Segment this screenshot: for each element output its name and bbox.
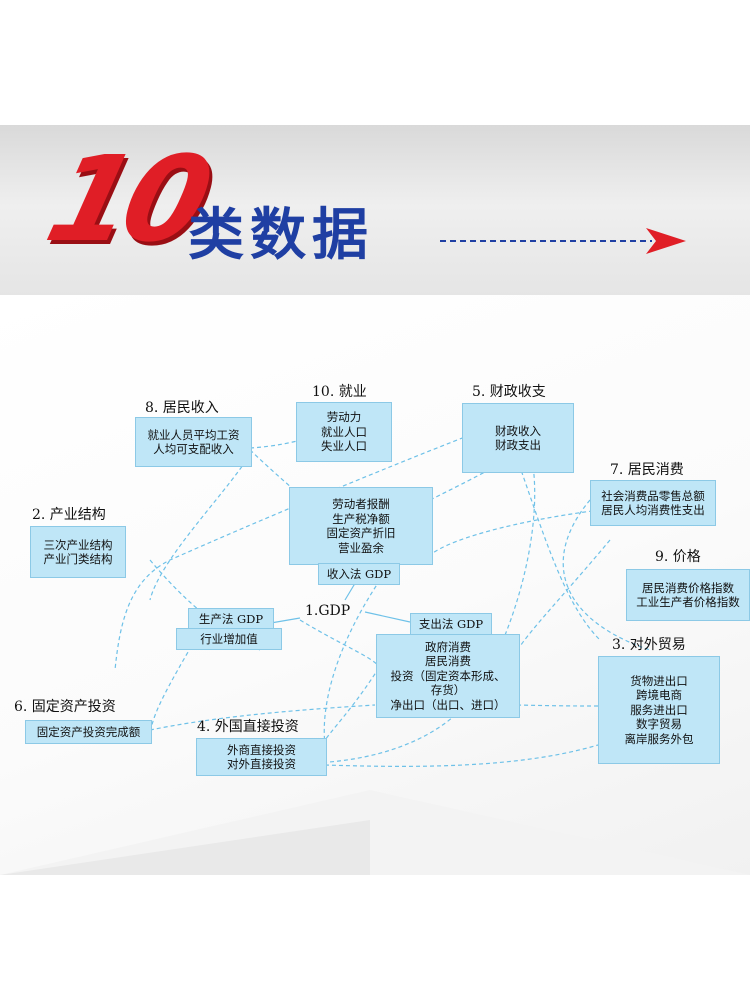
item-net-production-tax: 生产税净额 — [332, 511, 390, 526]
node-label-price: 9. 价格 — [655, 549, 701, 565]
item-fiscal-revenue: 财政收入 — [495, 423, 541, 438]
header-title: 类数据 — [188, 203, 374, 268]
node-box-production-gdp: 行业增加值 — [176, 628, 282, 650]
tag-income-gdp: 收入法 GDP — [318, 563, 400, 585]
header-arrow-icon — [440, 228, 686, 254]
item-disposable-income: 人均可支配收入 — [153, 442, 234, 456]
node-box-price: 居民消费价格指数 工业生产者价格指数 — [626, 569, 750, 621]
item-inward-fdi: 外商直接投资 — [227, 742, 296, 757]
node-box-fdi: 外商直接投资 对外直接投资 — [196, 738, 327, 776]
node-box-employment: 劳动力 就业人口 失业人口 — [296, 402, 392, 462]
item-labor-force: 劳动力 — [326, 410, 362, 425]
node-label-gdp: 1.GDP — [305, 603, 351, 619]
node-box-fixed-investment: 固定资产投资完成额 — [25, 720, 152, 744]
diagram-panel — [0, 295, 750, 875]
item-cpi: 居民消费价格指数 — [642, 580, 734, 595]
item-goods-trade: 货物进出口 — [630, 673, 688, 688]
item-avg-wage: 就业人员平均工资 — [147, 427, 240, 442]
node-label-consumption: 7. 居民消费 — [610, 462, 684, 478]
item-retail-sales: 社会消费品零售总额 — [601, 488, 705, 503]
item-offshore-outsourcing: 离岸服务外包 — [624, 731, 694, 746]
node-box-fiscal: 财政收入 财政支出 — [462, 403, 574, 473]
item-three-sectors: 三次产业结构 — [43, 537, 113, 552]
item-net-export: 净出口（出口、进口） — [390, 697, 506, 712]
item-service-trade: 服务进出口 — [630, 702, 688, 717]
tag-production-gdp: 生产法 GDP — [188, 608, 274, 630]
item-operating-surplus: 营业盈余 — [338, 540, 384, 555]
node-label-income: 8. 居民收入 — [145, 400, 219, 416]
item-outward-fdi: 对外直接投资 — [227, 757, 296, 771]
tag-expenditure-gdp: 支出法 GDP — [410, 613, 492, 635]
node-box-consumption: 社会消费品零售总额 居民人均消费性支出 — [590, 480, 716, 526]
item-industry-categories: 产业门类结构 — [43, 552, 113, 566]
item-employed: 就业人口 — [321, 424, 367, 439]
node-label-industry: 2. 产业结构 — [32, 507, 106, 523]
paper-fold — [0, 790, 750, 875]
item-ppi: 工业生产者价格指数 — [636, 595, 740, 609]
node-box-expenditure-gdp: 政府消费 居民消费 投资（固定资本形成、 存货） 净出口（出口、进口） — [376, 634, 520, 718]
item-compensation: 劳动者报酬 — [332, 497, 390, 511]
node-label-fdi: 4. 外国直接投资 — [197, 719, 299, 735]
node-label-trade: 3. 对外贸易 — [612, 637, 686, 653]
item-inventory: 存货） — [430, 683, 466, 698]
node-label-fixed-investment: 6. 固定资产投资 — [14, 699, 116, 715]
item-industry-value-added: 行业增加值 — [200, 631, 258, 646]
item-government-consumption: 政府消费 — [425, 639, 471, 654]
item-household-consumption: 居民消费 — [425, 654, 471, 669]
item-cross-border-ecommerce: 跨境电商 — [636, 688, 682, 703]
node-box-income-gdp: 劳动者报酬 生产税净额 固定资产折旧 营业盈余 — [289, 487, 433, 565]
item-per-capita-consumption: 居民人均消费性支出 — [601, 503, 705, 517]
node-box-industry: 三次产业结构 产业门类结构 — [30, 526, 126, 578]
item-digital-trade: 数字贸易 — [636, 717, 682, 732]
item-fiscal-expenditure: 财政支出 — [495, 438, 541, 452]
node-box-trade: 货物进出口 跨境电商 服务进出口 数字贸易 离岸服务外包 — [598, 656, 720, 764]
node-label-fiscal: 5. 财政收支 — [472, 384, 546, 400]
item-unemployed: 失业人口 — [321, 439, 367, 454]
node-box-income: 就业人员平均工资 人均可支配收入 — [135, 417, 252, 467]
node-label-employment: 10. 就业 — [312, 384, 367, 400]
header-banner — [0, 125, 750, 305]
item-fixed-investment-completed: 固定资产投资完成额 — [36, 724, 141, 739]
item-investment: 投资（固定资本形成、 — [390, 668, 506, 683]
item-depreciation: 固定资产折旧 — [326, 526, 396, 540]
